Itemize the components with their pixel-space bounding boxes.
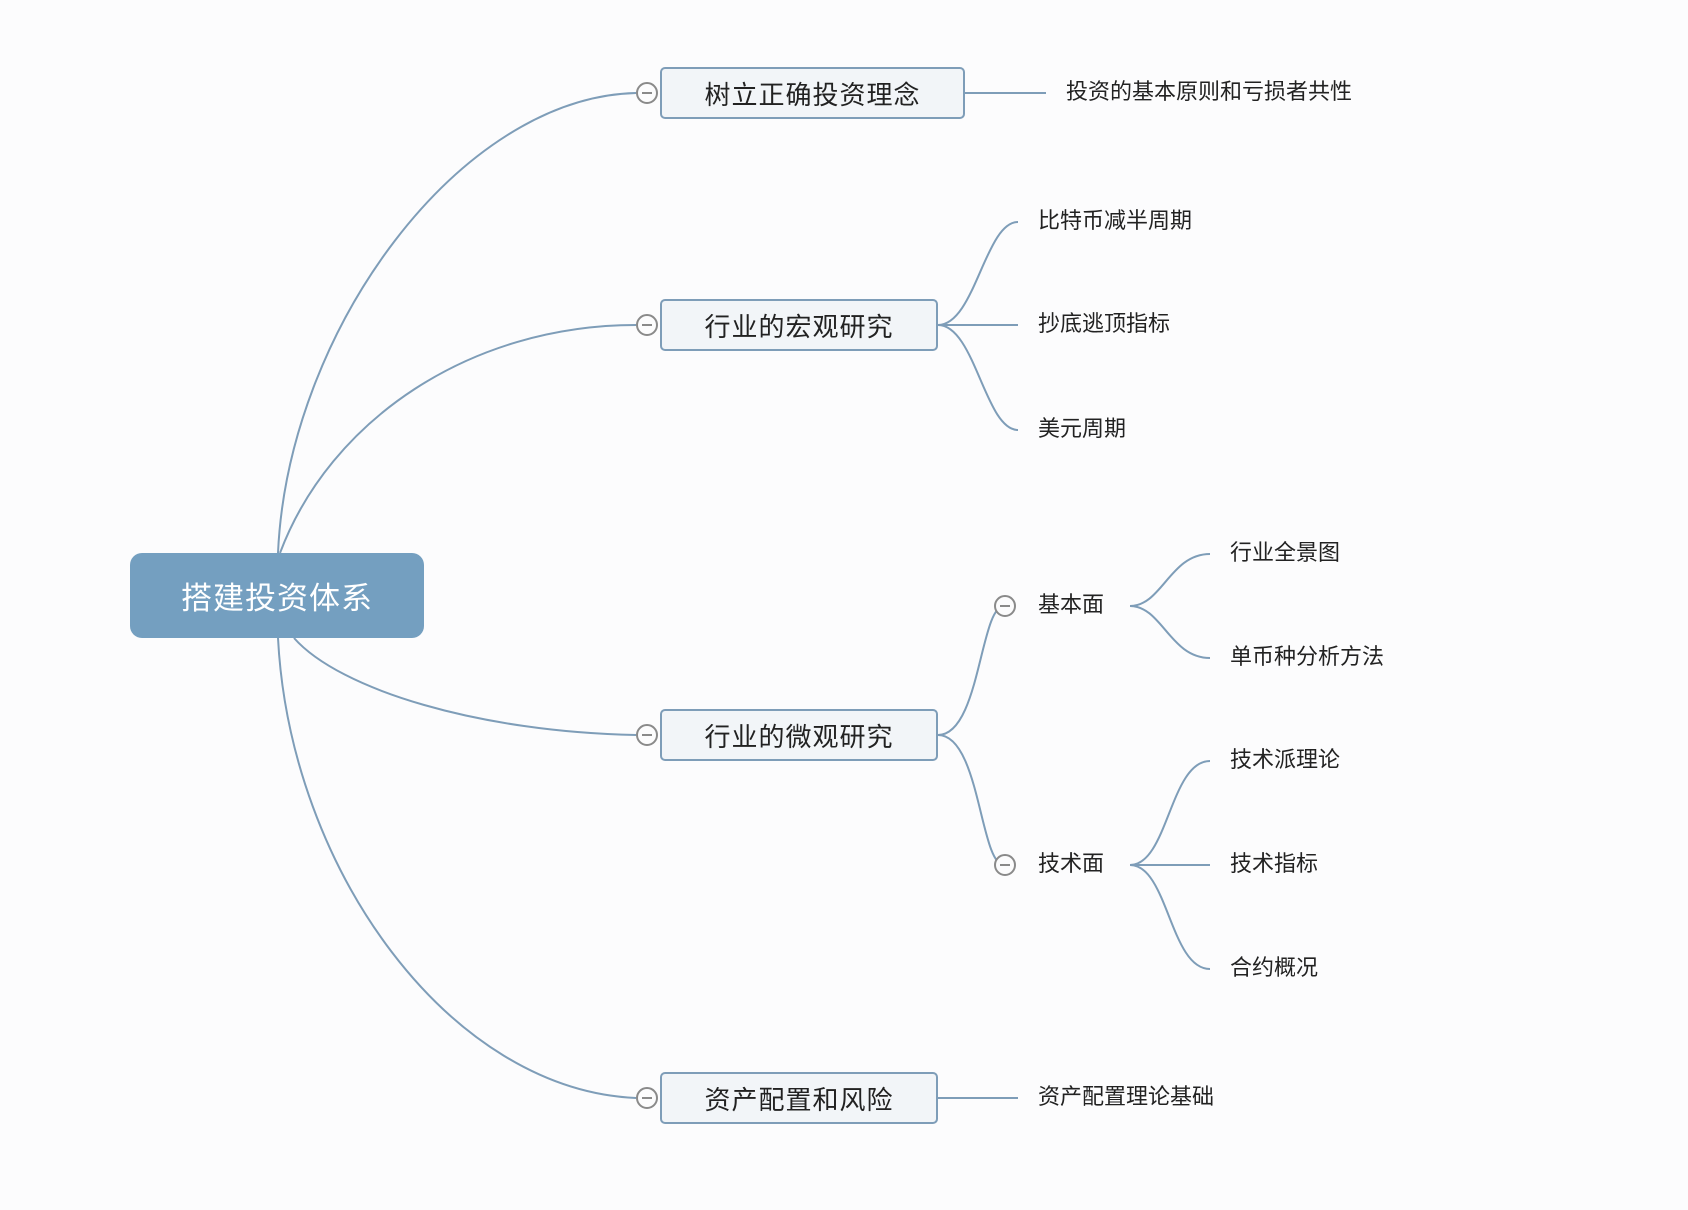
leaf-node[interactable]: 抄底逃顶指标: [1038, 312, 1171, 337]
connector-branch-3-sub-1: [937, 605, 1005, 736]
connector-sub-1-leaf-2: [1129, 605, 1211, 659]
minus-circle-icon[interactable]: [636, 1087, 658, 1109]
minus-circle-icon[interactable]: [994, 854, 1016, 876]
connector-branch-2-leaf-3: [937, 324, 1019, 431]
leaf-node[interactable]: 合约概况: [1230, 956, 1319, 981]
minus-circle-icon[interactable]: [994, 595, 1016, 617]
branch-node-2[interactable]: 行业的宏观研究: [660, 299, 938, 351]
minus-circle-icon[interactable]: [636, 82, 658, 104]
connector-branch-2-leaf-1: [937, 221, 1019, 326]
connector-sub-2-leaf-1: [1129, 760, 1211, 866]
connector-root-branch-2: [279, 324, 637, 554]
branch-node-4[interactable]: 资产配置和风险: [660, 1072, 938, 1124]
leaf-node[interactable]: 投资的基本原则和亏损者共性: [1066, 80, 1353, 105]
connector-root-branch-4: [277, 637, 637, 1099]
sub-node-fundamentals[interactable]: 基本面: [1038, 593, 1105, 618]
branch-node-3[interactable]: 行业的微观研究: [660, 709, 938, 761]
connector-branch-3-sub-2: [937, 734, 1005, 866]
leaf-node[interactable]: 美元周期: [1038, 417, 1127, 442]
minus-circle-icon[interactable]: [636, 724, 658, 746]
connector-sub-1-leaf-1: [1129, 553, 1211, 607]
leaf-node[interactable]: 比特币减半周期: [1038, 209, 1193, 234]
root-node[interactable]: 搭建投资体系: [130, 553, 424, 638]
connector-sub-2-leaf-3: [1129, 864, 1211, 970]
leaf-node[interactable]: 技术派理论: [1230, 748, 1341, 773]
sub-node-technicals[interactable]: 技术面: [1038, 852, 1105, 877]
leaf-node[interactable]: 行业全景图: [1230, 541, 1341, 566]
leaf-node[interactable]: 技术指标: [1230, 852, 1319, 877]
connector-root-branch-3: [293, 637, 637, 736]
minus-circle-icon[interactable]: [636, 314, 658, 336]
leaf-node[interactable]: 资产配置理论基础: [1038, 1085, 1215, 1110]
branch-node-1[interactable]: 树立正确投资理念: [660, 67, 965, 119]
leaf-node[interactable]: 单币种分析方法: [1230, 645, 1385, 670]
connector-root-branch-1: [277, 92, 637, 554]
